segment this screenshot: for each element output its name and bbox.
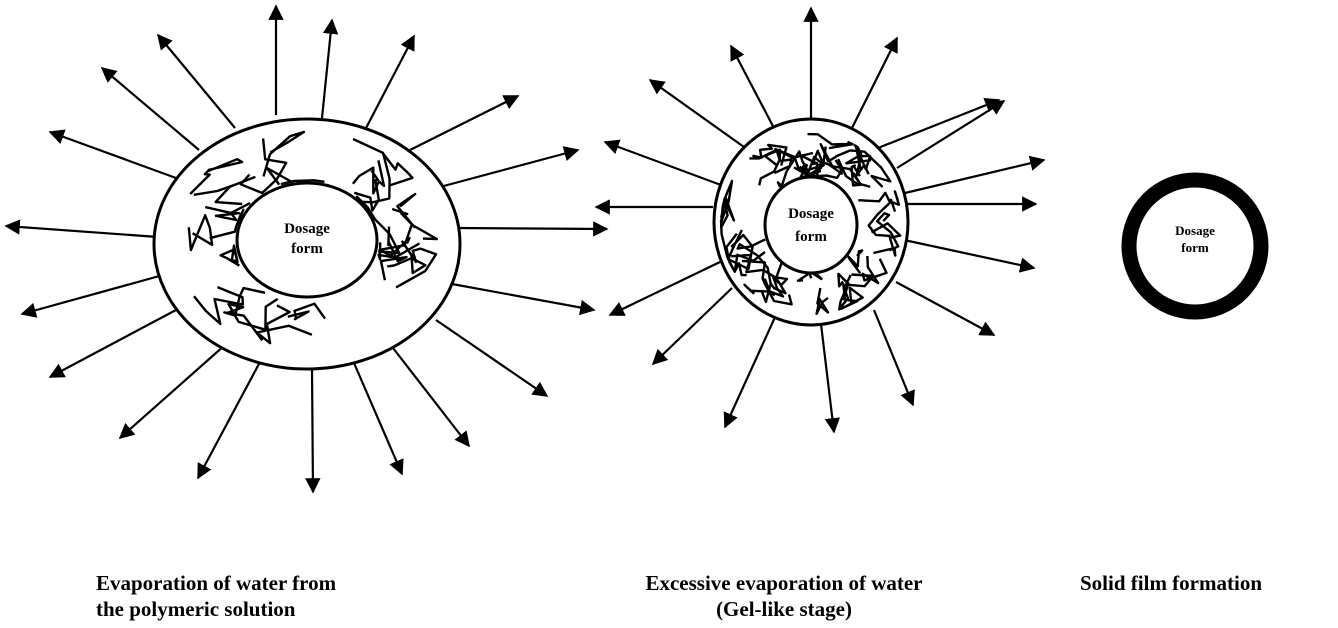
evaporation-arrow	[6, 226, 158, 237]
evaporation-arrow	[365, 36, 414, 130]
evaporation-arrow	[896, 282, 994, 335]
stage-1-caption-line2: the polymeric solution	[96, 596, 336, 622]
stage-2-group: Dosage form	[596, 8, 1044, 432]
stage-3-core-label-line2: form	[1181, 240, 1209, 255]
evaporation-arrow	[198, 362, 260, 478]
stage-2-core-label-line1: Dosage	[788, 206, 834, 222]
evaporation-arrow	[22, 275, 163, 314]
stage-3-group: Dosage form	[1129, 180, 1261, 312]
evaporation-arrow	[158, 35, 235, 128]
evaporation-arrow	[354, 363, 402, 474]
evaporation-arrow	[50, 132, 176, 178]
evaporation-arrow	[731, 46, 775, 130]
evaporation-arrow	[312, 369, 313, 492]
stage-2-core-label-line2: form	[795, 229, 827, 245]
evaporation-arrow	[905, 160, 1044, 193]
evaporation-arrow	[120, 345, 225, 438]
evaporation-arrow	[650, 80, 751, 152]
evaporation-arrow	[725, 315, 776, 427]
stage-2-caption-line2: (Gel-like stage)	[614, 596, 954, 622]
evaporation-arrow	[610, 262, 720, 315]
stage-3-core-label-line1: Dosage	[1175, 223, 1215, 238]
stage-2-caption-line1: Excessive evaporation of water	[614, 570, 954, 596]
evaporation-arrow	[102, 68, 199, 150]
stage-1-caption: Evaporation of water from the polymeric …	[96, 570, 336, 622]
evaporation-arrow	[393, 348, 469, 446]
stage-1-core-label-line2: form	[291, 241, 323, 257]
evaporation-arrow	[821, 324, 834, 432]
stage-1-caption-line1: Evaporation of water from	[96, 570, 336, 596]
evaporation-arrow	[653, 288, 732, 364]
stage-3-caption-line1: Solid film formation	[1080, 570, 1262, 596]
evaporation-arrow	[440, 150, 578, 187]
stage-2-caption: Excessive evaporation of water (Gel-like…	[614, 570, 954, 622]
evaporation-arrow	[605, 142, 729, 188]
stage-1-group: Dosage form	[6, 6, 607, 492]
evaporation-arrow	[874, 310, 913, 405]
stage-3-caption: Solid film formation	[1080, 570, 1262, 596]
evaporation-arrow	[50, 310, 176, 377]
evaporation-arrow	[852, 38, 897, 128]
evaporation-arrow	[410, 96, 518, 150]
evaporation-arrow	[436, 320, 547, 396]
evaporation-arrow	[322, 20, 332, 118]
evaporation-arrow	[455, 228, 607, 229]
evaporation-arrow	[904, 240, 1034, 268]
stage-1-core-label-line1: Dosage	[284, 221, 330, 237]
stage-2-dosage-form-core	[765, 177, 857, 273]
stage-1-dosage-form-core	[237, 183, 377, 297]
evaporation-arrow	[452, 284, 594, 310]
